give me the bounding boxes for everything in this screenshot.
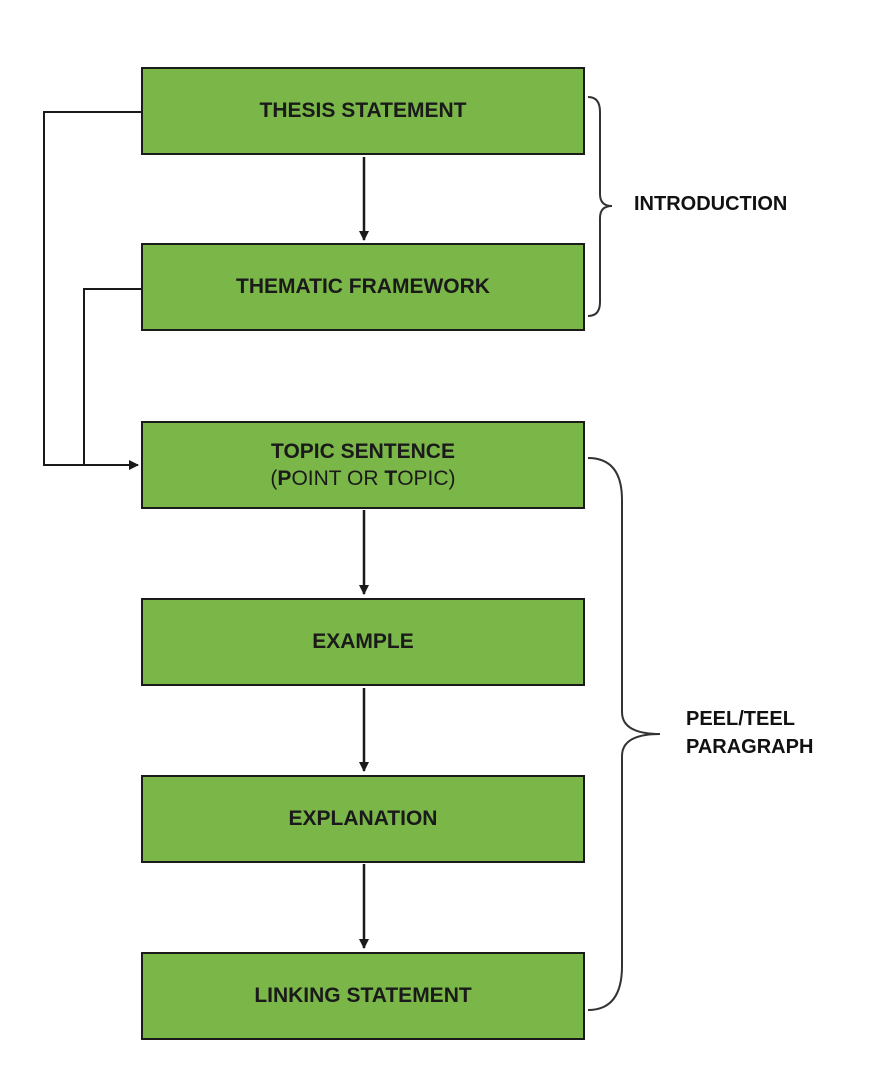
topic-sentence-box: TOPIC SENTENCE (POINT OR TOPIC) bbox=[141, 421, 585, 509]
topic-sentence-label: TOPIC SENTENCE bbox=[271, 439, 455, 463]
thesis-statement-box: THESIS STATEMENT bbox=[141, 67, 585, 155]
line-thesis-to-topic bbox=[43, 111, 141, 466]
explanation-label: EXPLANATION bbox=[288, 807, 438, 831]
thematic-framework-label: THEMATIC FRAMEWORK bbox=[236, 275, 490, 299]
thesis-statement-label: THESIS STATEMENT bbox=[259, 99, 467, 123]
peel-label-line2: PARAGRAPH bbox=[686, 736, 814, 758]
arrow-thematic-to-topic bbox=[83, 288, 141, 470]
peel-label-line1: PEEL/TEEL bbox=[686, 708, 795, 730]
peel-brace bbox=[587, 457, 661, 1011]
introduction-brace bbox=[587, 96, 613, 317]
explanation-box: EXPLANATION bbox=[141, 775, 585, 863]
introduction-label: INTRODUCTION bbox=[634, 193, 788, 215]
peel-paragraph-label: PEEL/TEEL PARAGRAPH bbox=[686, 705, 813, 761]
topic-sentence-subtitle: (POINT OR TOPIC) bbox=[270, 467, 456, 490]
thematic-framework-box: THEMATIC FRAMEWORK bbox=[141, 243, 585, 331]
example-label: EXAMPLE bbox=[312, 630, 414, 654]
linking-statement-box: LINKING STATEMENT bbox=[141, 952, 585, 1040]
linking-statement-label: LINKING STATEMENT bbox=[254, 984, 472, 1008]
example-box: EXAMPLE bbox=[141, 598, 585, 686]
